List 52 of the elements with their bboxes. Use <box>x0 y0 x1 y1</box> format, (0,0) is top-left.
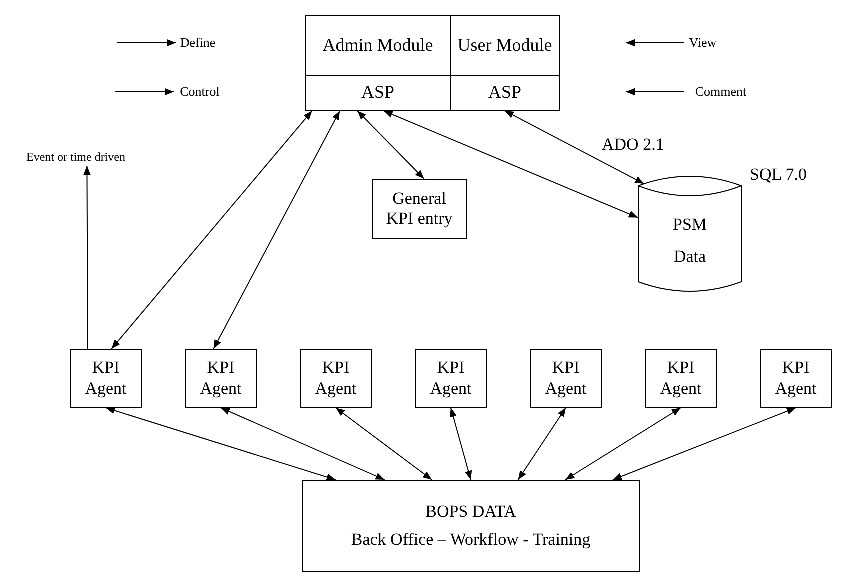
node-label: KPI Agent <box>659 358 703 399</box>
data-store-box <box>302 480 640 572</box>
connector-arrow <box>336 408 433 480</box>
agent-box <box>185 349 257 408</box>
connector-arrow <box>450 408 472 480</box>
arrow <box>626 39 684 47</box>
node-subtitle: Back Office – Workflow - Training <box>351 530 591 550</box>
connector-arrow <box>357 110 425 180</box>
connector-arrow <box>220 408 386 480</box>
node-label: KPI Agent <box>199 358 243 399</box>
node-label: General KPI entry <box>385 188 454 230</box>
annotation-text: Event or time driven <box>26 150 126 164</box>
agent-box <box>645 349 717 408</box>
asp-cell <box>305 75 451 111</box>
connector-arrow <box>518 408 566 480</box>
connector-arrow <box>504 110 645 184</box>
connector-arrow <box>383 110 638 218</box>
node-label: KPI Agent <box>84 358 128 399</box>
arrow <box>626 88 684 96</box>
connector-arrow <box>111 110 313 350</box>
process-box <box>372 179 467 239</box>
node-label: PSM Data <box>672 214 708 268</box>
agent-box <box>760 349 832 408</box>
node-label: KPI Agent <box>314 358 358 399</box>
annotation-text: Comment <box>695 84 747 100</box>
arrow <box>114 88 174 96</box>
agent-box <box>415 349 487 408</box>
annotation-text: Control <box>180 84 220 100</box>
connector-arrow <box>612 408 796 480</box>
agent-box <box>530 349 602 408</box>
agent-box <box>70 349 142 408</box>
arrow <box>116 39 176 47</box>
node-label: BOPS DATA <box>426 502 516 522</box>
node-label: Admin Module <box>322 34 434 56</box>
annotation-text: Define <box>180 35 216 51</box>
agent-box <box>300 349 372 408</box>
node-label: ASP <box>488 82 522 104</box>
node-label: User Module <box>458 34 552 56</box>
caption-text: SQL 7.0 <box>750 165 807 185</box>
node-label: ASP <box>361 82 395 104</box>
connector-arrow <box>106 407 336 481</box>
module-cell <box>450 15 560 76</box>
module-cell <box>305 15 451 76</box>
connector-arrow <box>565 408 682 480</box>
annotation-text: View <box>689 35 717 51</box>
database-cylinder <box>638 176 742 292</box>
asp-cell <box>450 75 560 111</box>
node-label: KPI Agent <box>774 358 818 399</box>
node-label: KPI Agent <box>544 358 588 399</box>
connector-arrow <box>213 110 341 350</box>
node-label: KPI Agent <box>429 358 473 399</box>
connector-arrow <box>84 166 91 350</box>
